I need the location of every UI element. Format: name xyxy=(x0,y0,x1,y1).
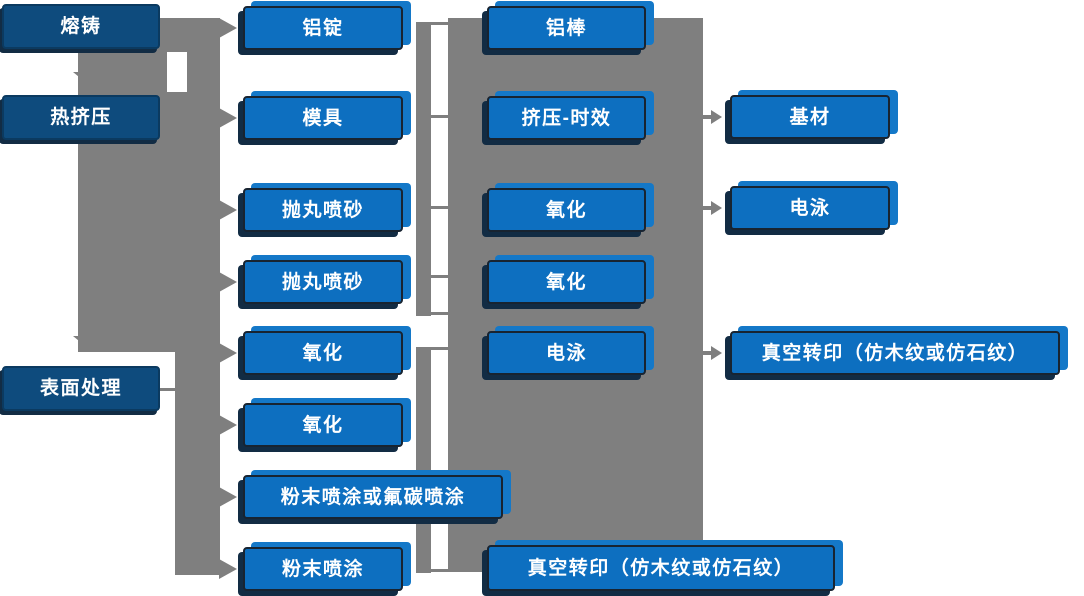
arrow-to-electrophoresis-2-icon xyxy=(711,201,722,215)
link-base-material xyxy=(703,115,713,119)
node-hot-extrusion: 热挤压 xyxy=(2,95,160,140)
arrow-to-powder-coating-icon xyxy=(219,559,237,579)
node-vacuum-transfer-1: 真空转印（仿木纹或仿石纹） xyxy=(487,545,835,591)
arrow-to-shot-blasting-2-icon xyxy=(219,272,237,292)
node-shot-blasting-2: 抛丸喷砂 xyxy=(243,260,403,304)
flow-band-left-lower xyxy=(175,352,220,575)
node-oxidation-4: 氧化 xyxy=(487,260,646,304)
bracket-link-5 xyxy=(431,312,448,315)
node-oxidation-1: 氧化 xyxy=(243,331,403,375)
bracket-link-4 xyxy=(431,275,448,278)
node-electrophoresis-1: 电泳 xyxy=(487,331,646,375)
arrow-to-surface-treatment-icon xyxy=(73,336,107,350)
bracket-link-6 xyxy=(431,347,448,350)
node-aluminum-rod: 铝棒 xyxy=(487,6,646,50)
arrow-to-shot-blasting-1-icon xyxy=(219,200,237,220)
node-melting-casting: 熔铸 xyxy=(2,4,160,49)
node-powder-or-fluorocarbon-coating: 粉末喷涂或氟碳喷涂 xyxy=(243,475,503,519)
node-mold: 模具 xyxy=(243,96,403,140)
bracket-link-7 xyxy=(431,569,448,572)
node-electrophoresis-2: 电泳 xyxy=(730,186,890,230)
arrow-to-oxidation-2-icon xyxy=(219,415,237,435)
link-surface-treatment xyxy=(158,388,176,391)
node-base-material: 基材 xyxy=(730,95,890,139)
arrow-to-oxidation-1-icon xyxy=(219,343,237,363)
arrow-to-aluminum-ingot-icon xyxy=(219,18,237,38)
bracket-link-3 xyxy=(431,206,448,209)
arrow-to-base-material-icon xyxy=(711,110,722,124)
arrow-to-powder-or-fluorocarbon-icon xyxy=(219,487,237,507)
link-electrophoresis-2 xyxy=(703,206,713,210)
flow-band-notch xyxy=(167,52,187,92)
bracket-bar-upper xyxy=(416,22,431,316)
node-powder-coating: 粉末喷涂 xyxy=(243,547,403,591)
node-surface-treatment: 表面处理 xyxy=(2,366,160,411)
bracket-link-2 xyxy=(431,115,448,118)
bracket-bar-lower xyxy=(416,347,431,573)
arrow-to-mold-icon xyxy=(219,108,237,128)
link-vacuum-transfer-2 xyxy=(703,351,713,355)
node-oxidation-2: 氧化 xyxy=(243,403,403,447)
flow-band-left-upper xyxy=(78,18,220,352)
bracket-link-1 xyxy=(431,22,448,25)
arrow-to-vacuum-transfer-2-icon xyxy=(711,346,722,360)
node-vacuum-transfer-2: 真空转印（仿木纹或仿石纹） xyxy=(730,331,1060,375)
node-oxidation-3: 氧化 xyxy=(487,188,646,232)
node-aluminum-ingot: 铝锭 xyxy=(243,6,403,50)
node-shot-blasting-1: 抛丸喷砂 xyxy=(243,188,403,232)
node-extrusion-aging: 挤压-时效 xyxy=(487,96,646,140)
arrow-to-hot-extrusion-icon xyxy=(73,72,107,86)
